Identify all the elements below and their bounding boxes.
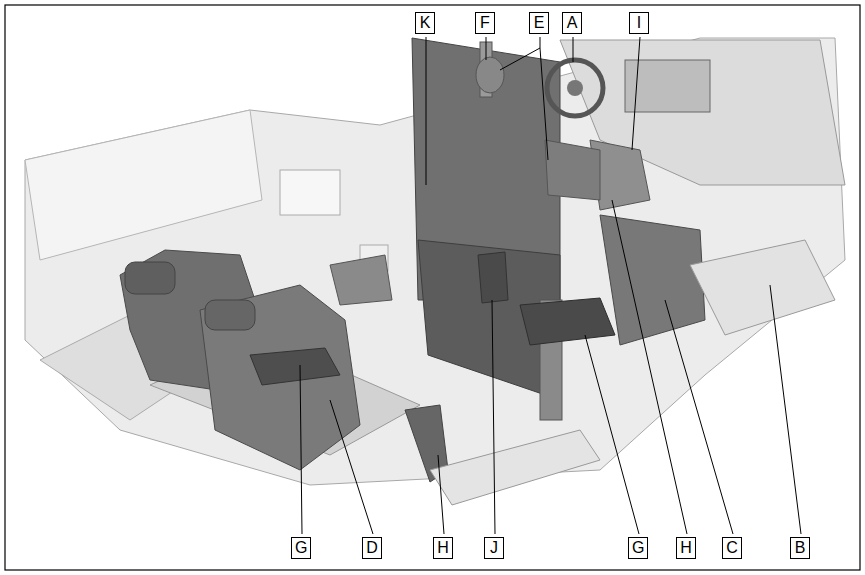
headrest — [125, 262, 175, 294]
callout-letter: F — [475, 12, 495, 34]
rear-seat-right — [200, 285, 360, 470]
steering-hub — [567, 80, 583, 96]
frame — [5, 5, 860, 570]
callout-letter: D — [362, 537, 382, 559]
callout-letter: G — [628, 537, 648, 559]
callout-letter: I — [629, 12, 649, 34]
callout-letter: G — [291, 537, 311, 559]
side-wall — [25, 110, 262, 260]
step — [430, 430, 600, 505]
table — [520, 298, 615, 345]
table — [250, 348, 340, 385]
window — [280, 170, 340, 215]
front-seat — [545, 140, 600, 200]
callout-letter: J — [484, 537, 504, 559]
callout-letter: B — [790, 537, 810, 559]
pocket — [478, 252, 508, 303]
headrest — [205, 300, 255, 330]
callout-letter: H — [433, 537, 453, 559]
leader-lines — [300, 37, 801, 534]
callout-letter: K — [415, 12, 435, 34]
callout-letter: H — [676, 537, 696, 559]
control-panel — [330, 255, 392, 305]
front-seat — [600, 215, 705, 345]
callout-letter: E — [529, 12, 549, 34]
callout-letter: C — [722, 537, 742, 559]
steering-wheel — [547, 60, 603, 116]
cabin-floor — [25, 38, 845, 485]
step — [690, 240, 835, 335]
headrest — [476, 57, 504, 93]
callout-letter: A — [562, 12, 582, 34]
